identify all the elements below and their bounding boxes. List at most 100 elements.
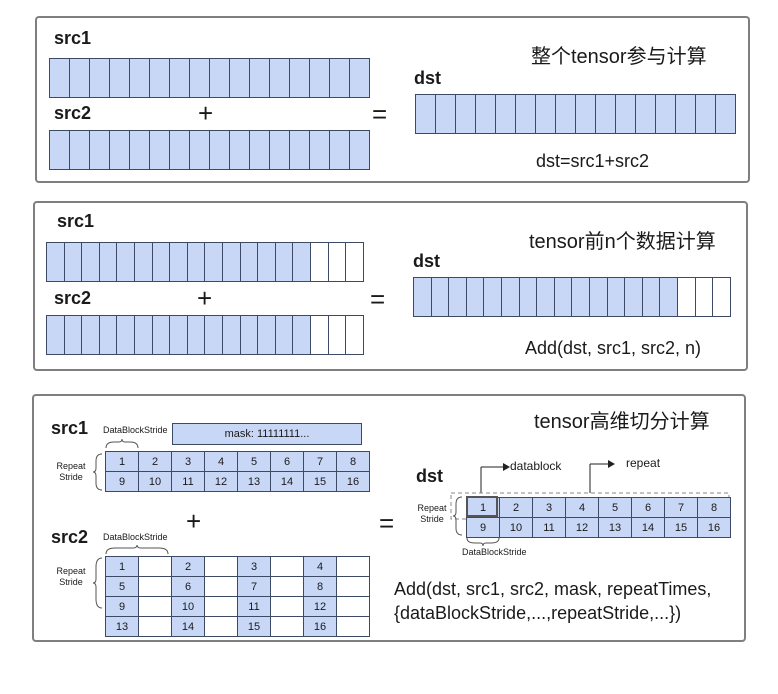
data-cell [436, 94, 456, 134]
data-cell [190, 130, 210, 170]
grid-cell: 11 [171, 471, 205, 492]
grid-gap-cell [138, 556, 172, 577]
empty-cell [677, 277, 696, 317]
grid-cell: 1 [105, 556, 139, 577]
empty-cell [328, 315, 347, 355]
dst-stride-word: Stride [420, 514, 444, 524]
grid-cell: 1 [105, 451, 139, 472]
grid-gap-cell [336, 576, 370, 597]
data-cell [350, 58, 370, 98]
data-cell [596, 94, 616, 134]
panel2-title: tensor前n个数据计算 [529, 231, 716, 253]
panel3-title: tensor高维切分计算 [534, 411, 710, 433]
panel2-equals-sign: = [370, 284, 386, 314]
grid-cell: 15 [664, 517, 698, 538]
panel1-src2-row [49, 130, 370, 170]
grid-cell: 10 [138, 471, 172, 492]
data-cell [572, 277, 590, 317]
grid-cell: 16 [697, 517, 731, 538]
data-cell [130, 58, 150, 98]
grid-gap-cell [336, 596, 370, 617]
grid-cell: 8 [303, 576, 337, 597]
dst-datablockstride-label: DataBlockStride [462, 547, 527, 557]
data-cell [350, 130, 370, 170]
panel3-plus-sign: + [186, 506, 202, 536]
data-cell [170, 242, 188, 282]
panel2-src2-row [46, 315, 364, 355]
data-cell [250, 58, 270, 98]
panel1-src1-label: src1 [54, 28, 92, 48]
data-cell [150, 58, 170, 98]
data-cell [190, 58, 210, 98]
grid-cell: 6 [631, 497, 665, 518]
grid-cell: 15 [303, 471, 337, 492]
panel1-dst-label: dst [414, 68, 441, 88]
data-cell [50, 58, 70, 98]
data-cell [516, 94, 536, 134]
data-cell [47, 242, 65, 282]
data-cell [134, 315, 153, 355]
data-cell [476, 94, 496, 134]
data-cell [616, 94, 636, 134]
grid-gap-cell [270, 556, 304, 577]
data-cell [519, 277, 538, 317]
data-cell [496, 94, 516, 134]
data-cell [536, 94, 556, 134]
data-cell [696, 94, 716, 134]
src1-datablockstride-brace [105, 438, 139, 449]
data-cell [310, 130, 330, 170]
grid-cell: 14 [171, 616, 205, 637]
data-cell [50, 130, 70, 170]
data-cell [310, 58, 330, 98]
data-cell [660, 277, 678, 317]
mask-bar: mask: 11111111... [172, 423, 362, 445]
grid-gap-cell [138, 616, 172, 637]
grid-cell: 9 [466, 517, 500, 538]
empty-cell [713, 277, 731, 317]
data-cell [222, 315, 241, 355]
data-cell [330, 130, 350, 170]
data-cell [656, 94, 676, 134]
data-cell [270, 58, 290, 98]
empty-cell [695, 277, 714, 317]
dst-repeat-word: Repeat [417, 503, 447, 513]
grid-cell: 9 [105, 471, 139, 492]
src1-repeat-word: Repeat [56, 461, 86, 471]
data-cell [70, 58, 90, 98]
grid-gap-cell [270, 576, 304, 597]
grid-cell: 13 [598, 517, 632, 538]
data-cell [250, 130, 270, 170]
data-cell [414, 277, 432, 317]
empty-cell [346, 315, 364, 355]
data-cell [576, 94, 596, 134]
panel1-plus-sign: + [198, 98, 214, 128]
data-cell [117, 242, 135, 282]
grid-cell: 5 [105, 576, 139, 597]
data-cell [117, 315, 135, 355]
data-cell [589, 277, 608, 317]
grid-gap-cell [270, 616, 304, 637]
data-cell [230, 130, 250, 170]
data-cell [625, 277, 643, 317]
grid-cell: 5 [598, 497, 632, 518]
grid-cell: 8 [336, 451, 370, 472]
data-cell [170, 315, 188, 355]
data-cell [275, 242, 294, 282]
grid-cell: 11 [237, 596, 271, 617]
data-cell [90, 58, 110, 98]
data-cell [484, 277, 502, 317]
datablock-annotation: datablock [510, 459, 562, 473]
grid-cell: 12 [565, 517, 599, 538]
src2-repeat-brace [92, 557, 103, 609]
data-cell [431, 277, 450, 317]
grid-cell: 5 [237, 451, 271, 472]
panel2-formula: Add(dst, src1, src2, n) [525, 338, 702, 358]
data-cell [90, 130, 110, 170]
grid-cell: 15 [237, 616, 271, 637]
grid-cell: 16 [336, 471, 370, 492]
grid-cell: 3 [171, 451, 205, 472]
